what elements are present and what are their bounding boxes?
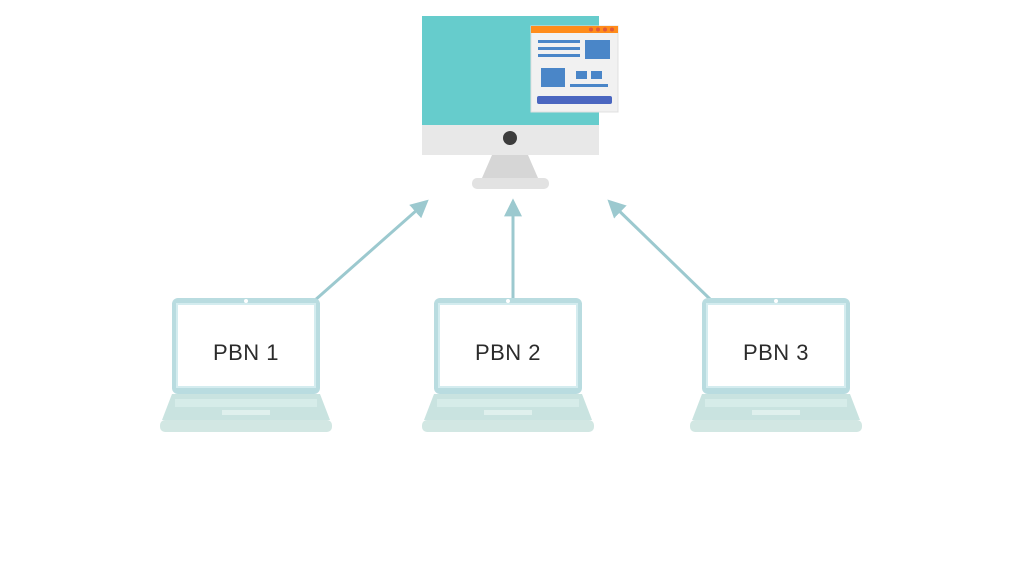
webpage-header-bar xyxy=(531,26,618,33)
laptop-pbn-1: PBN 1 xyxy=(160,298,332,432)
laptop-pbn-2: PBN 2 xyxy=(422,298,594,432)
laptop-icon xyxy=(422,298,594,432)
arrow-pbn1-to-hub xyxy=(313,199,429,303)
node-label-pbn-1: PBN 1 xyxy=(213,340,279,365)
node-label-pbn-2: PBN 2 xyxy=(475,340,541,365)
node-label-pbn-3: PBN 3 xyxy=(743,340,809,365)
laptop-icon xyxy=(690,298,862,432)
monitor-stand-base xyxy=(472,178,549,189)
webpage-window-icon xyxy=(530,25,619,113)
arrow-pbn3-to-hub xyxy=(607,199,714,303)
laptop-pbn-3: PBN 3 xyxy=(690,298,862,432)
monitor-power-button xyxy=(503,131,517,145)
monitor-stand-neck xyxy=(482,155,538,178)
desktop-monitor-icon xyxy=(422,16,619,189)
laptop-icon xyxy=(160,298,332,432)
